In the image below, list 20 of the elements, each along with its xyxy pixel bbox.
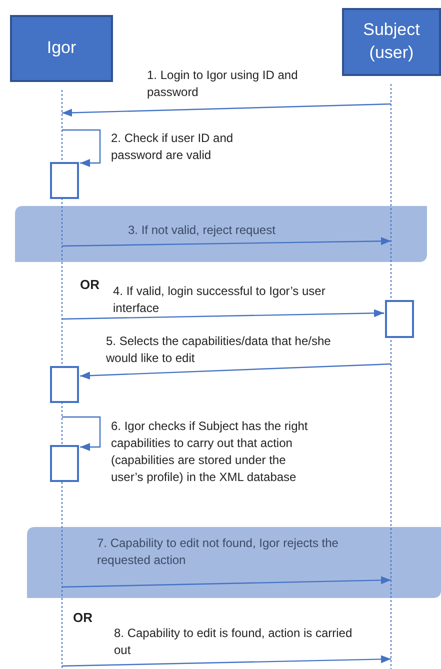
message-arrow xyxy=(62,103,392,117)
message-arrow xyxy=(62,309,384,320)
participant-name: Igor xyxy=(46,37,76,60)
message-label: 6. Igor checks if Subject has the right capabilities to carry out that action (capabilities are stored under the user’s profile) in the XML database xyxy=(111,418,309,486)
message-label: 5. Selects the capabilities/data that he/she would like to edit xyxy=(106,333,332,367)
message-arrow xyxy=(80,363,392,380)
fragment-operator: OR xyxy=(80,277,100,292)
message-label: 3. If not valid, reject request xyxy=(128,222,276,239)
fragment-operator: OR xyxy=(73,610,92,625)
message-label: 4. If valid, login successful to Igor’s user interface xyxy=(113,283,326,317)
message-label: 8. Capability to edit is found, action is carried out xyxy=(114,625,354,659)
message-arrow xyxy=(62,576,392,588)
message-label: 2. Check if user ID and password are valid xyxy=(111,130,234,164)
message-arrow xyxy=(62,655,392,667)
message-label: 7. Capability to edit not found, Igor rejects the requested action xyxy=(97,535,340,569)
participant-name: Subject (user) xyxy=(362,19,421,64)
message-label: 1. Login to Igor using ID and password xyxy=(147,67,299,101)
message-arrow xyxy=(62,237,391,247)
message-arrow xyxy=(62,416,101,451)
message-arrow xyxy=(62,129,101,167)
